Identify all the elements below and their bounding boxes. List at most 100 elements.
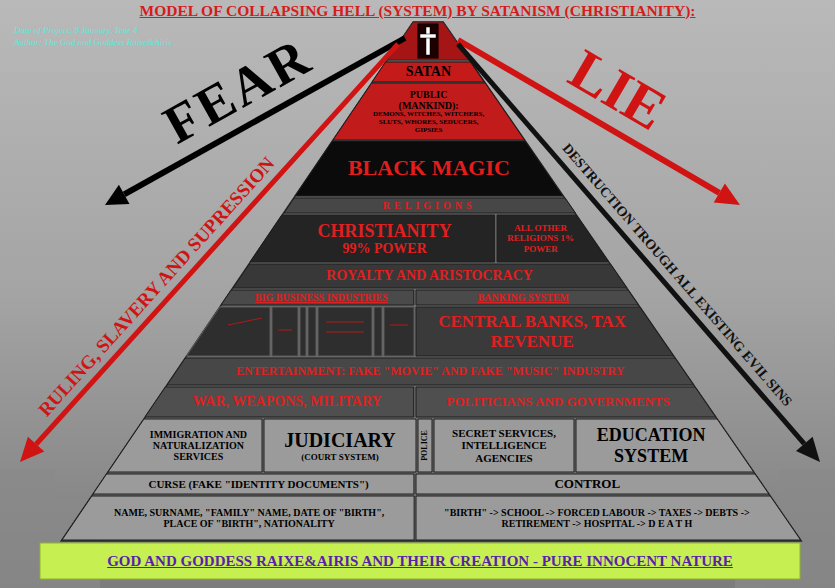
title-holder: MODEL OF COLLAPSING HELL (SYSTEM) BY SAT… xyxy=(0,2,835,20)
pyramid-band: JUDICIARY(COURT SYSTEM) xyxy=(264,419,416,472)
band-text: JUDICIARY xyxy=(284,429,396,451)
band-text: (COURT SYSTEM) xyxy=(301,452,378,462)
pyramid-band: ROYALTY AND ARISTOCRACY xyxy=(233,264,627,288)
band-text: CONTROL xyxy=(554,477,620,492)
diagram-title: MODEL OF COLLAPSING HELL (SYSTEM) BY SAT… xyxy=(140,2,696,19)
scribble xyxy=(228,318,262,325)
band-text: BANKING SYSTEM xyxy=(478,292,569,303)
arrow-head xyxy=(796,437,820,462)
industry-cell xyxy=(308,307,316,356)
band-outline xyxy=(416,474,769,494)
note-text: Author: The God and Goddess Raixe&Airis xyxy=(14,38,172,48)
band-outline xyxy=(145,387,414,417)
pyramid-band: BLACK MAGIC xyxy=(295,141,563,196)
band-text: IMMIGRATION AND NATURALIZATION SERVICES xyxy=(139,429,258,463)
pyramid-band: CONTROL xyxy=(416,474,769,494)
pyramid-band: IMMIGRATION AND NATURALIZATION SERVICES xyxy=(108,419,262,472)
band-text: WAR, WEAPONS, MILITARY xyxy=(193,394,382,410)
industry-cell xyxy=(187,307,270,356)
pyramid-band: CURSE (FAKE "IDENTITY DOCUMENTS") xyxy=(93,474,414,494)
industry-cells xyxy=(187,307,414,356)
scribble xyxy=(278,330,292,331)
band-outline xyxy=(416,496,801,540)
band-outline xyxy=(416,307,674,356)
band-text: CENTRAL BANKS, TAX REVENUE xyxy=(420,312,644,350)
pyramid-band: POLICE xyxy=(418,419,432,472)
pyramid-band: BANKING SYSTEM xyxy=(416,290,638,305)
band-outline xyxy=(418,419,432,472)
band-text: GOD AND GODDESS RAIXE&AIRIS AND THEIR CR… xyxy=(107,553,733,570)
industry-cell xyxy=(272,307,298,356)
pyramid-band: SATAN xyxy=(372,62,484,82)
city-skyline xyxy=(0,470,835,588)
tiny-scribbles xyxy=(228,318,408,332)
band-text: PUBLIC (MANKIND): xyxy=(397,89,461,111)
band-outline xyxy=(497,215,609,262)
band-outline xyxy=(93,474,414,494)
band-outline xyxy=(62,496,414,540)
pyramid-band: EDUCATION SYSTEM xyxy=(576,419,754,472)
pyramid-band: CHRISTIANITY99% POWER xyxy=(250,215,495,262)
cross-symbol xyxy=(420,34,436,38)
scribble xyxy=(326,322,364,323)
industry-cell xyxy=(384,307,414,356)
pyramid-band: GOD AND GODDESS RAIXE&AIRIS AND THEIR CR… xyxy=(40,543,800,579)
pyramid-band: WAR, WEAPONS, MILITARY xyxy=(145,387,414,417)
band-outline xyxy=(416,290,638,305)
pyramid-band: ALL OTHER RELIGIONS 1% POWER xyxy=(497,215,609,262)
cross-symbol xyxy=(426,27,430,55)
band-outline xyxy=(250,215,495,262)
industry-cell xyxy=(318,307,372,356)
arrow-head xyxy=(20,437,44,462)
note-text: Date of Project: 8 January, Year 4 xyxy=(14,26,138,36)
band-outline xyxy=(333,83,525,140)
band-text: SECRET SERVICES, INTELLIGENCE AGENCIES xyxy=(438,427,570,464)
band-text: BIG BUSINESS INDUSTRIES xyxy=(255,292,388,303)
pyramid-band: SECRET SERVICES, INTELLIGENCE AGENCIES xyxy=(434,419,574,472)
band-text: 99% POWER xyxy=(342,241,426,257)
band-outline xyxy=(221,290,414,305)
band-outline xyxy=(264,419,416,472)
industry-cell xyxy=(374,307,382,356)
arrow-head xyxy=(105,185,130,205)
pyramid-band: CENTRAL BANKS, TAX REVENUE xyxy=(416,307,674,356)
band-outline xyxy=(295,141,563,196)
band-text: DEMONS, WITCHES, WITCHERS, SLUTS, WHORES… xyxy=(370,111,488,134)
band-text: ENTERTAINMENT: FAKE "MOVIE" AND FAKE "MU… xyxy=(236,365,624,378)
band-outline xyxy=(284,198,575,213)
band-text: EDUCATION SYSTEM xyxy=(580,425,722,465)
cross-frame xyxy=(418,24,438,58)
band-outline xyxy=(108,419,262,472)
band-outline xyxy=(167,358,694,385)
band-outline xyxy=(576,419,754,472)
pyramid-band: NAME, SURNAME, "FAMILY" NAME, DATE OF "B… xyxy=(62,496,414,540)
band-text: POLITICIANS AND GOVERNMENTS xyxy=(447,395,670,410)
band-text: NAME, SURNAME, "FAMILY" NAME, DATE OF "B… xyxy=(99,507,399,529)
pyramid-band: BIG BUSINESS INDUSTRIES xyxy=(221,290,414,305)
band-text: ROYALTY AND ARISTOCRACY xyxy=(326,268,533,284)
band-text: ALL OTHER RELIGIONS 1% POWER xyxy=(501,223,580,253)
band-text: RELIGIONS xyxy=(383,200,476,211)
scribble xyxy=(390,325,408,326)
pyramid-band: "BIRTH" -> SCHOOL -> FORCED LABOUR -> TA… xyxy=(416,496,801,540)
band-outline xyxy=(416,387,716,417)
industry-cell xyxy=(300,307,306,356)
pyramid-band: ENTERTAINMENT: FAKE "MOVIE" AND FAKE "MU… xyxy=(167,358,694,385)
band-text: "BIRTH" -> SCHOOL -> FORCED LABOUR -> TA… xyxy=(432,507,762,529)
band-text: SATAN xyxy=(406,64,451,80)
band-text: BLACK MAGIC xyxy=(348,156,510,181)
band-text: CURSE (FAKE "IDENTITY DOCUMENTS") xyxy=(148,478,368,490)
band-outline xyxy=(434,419,574,472)
band-outline xyxy=(233,264,627,288)
pyramid-band: POLITICIANS AND GOVERNMENTS xyxy=(416,387,716,417)
pyramid-band: RELIGIONS xyxy=(284,198,575,213)
band-text: CHRISTIANITY xyxy=(318,221,452,241)
pyramid-band: PUBLIC (MANKIND):DEMONS, WITCHES, WITCHE… xyxy=(333,83,525,140)
arrow-head xyxy=(714,183,740,205)
band-outline xyxy=(372,62,484,82)
band-outline xyxy=(40,543,800,579)
band-text: POLICE xyxy=(421,430,430,461)
scribble xyxy=(326,332,364,333)
